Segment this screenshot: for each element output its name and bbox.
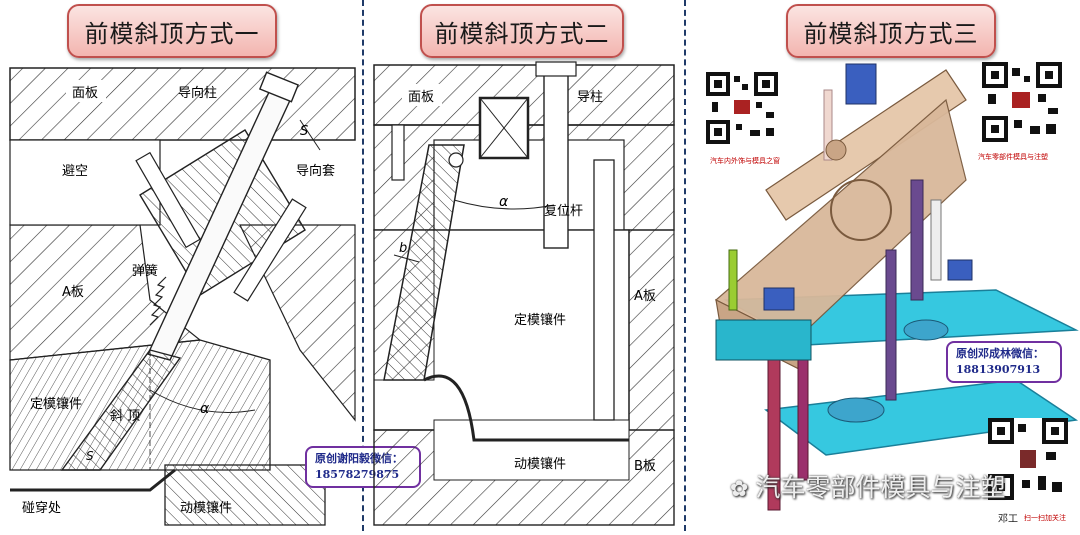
guide-post-2 xyxy=(543,67,569,249)
slider-part-1 xyxy=(827,397,885,423)
face-plate-label-bg xyxy=(66,80,106,102)
face-plate-2-label-bg xyxy=(402,84,442,106)
label-fixed-insert-2: 定模镶件 xyxy=(514,312,566,328)
rod-purple-1 xyxy=(885,249,897,401)
label-fixed-insert: 定模镶件 xyxy=(30,396,82,412)
spring xyxy=(149,276,167,326)
qr-right-caption: 汽车零部件模具与注塑 xyxy=(978,153,1048,161)
a-plate-right xyxy=(239,224,356,422)
panel-method-one: 面板 导向柱 S 导向套 避空 弹簧 A板 定模镶件 斜 顶 α S 碰穿处 动… xyxy=(0,0,421,531)
label-a-plate: A板 xyxy=(62,285,84,300)
method-two-drawing: 面板 导柱 α 复位杆 b A板 定模镶件 动模镶件 B板 xyxy=(373,61,675,526)
screw-right xyxy=(233,198,307,302)
label-face-plate: 面板 xyxy=(72,86,98,101)
author-note: 扫一扫加关注 xyxy=(1024,514,1066,522)
panel-title-one: 前模斜顶方式一 xyxy=(67,4,277,58)
rod-pink xyxy=(823,89,833,161)
method-one-drawing: 面板 导向柱 S 导向套 避空 弹簧 A板 定模镶件 斜 顶 α S 碰穿处 动… xyxy=(9,67,356,526)
label-reset-rod: 复位杆 xyxy=(544,204,583,219)
label-guide-post: 导向柱 xyxy=(178,85,217,101)
qr-left-pattern xyxy=(706,72,778,144)
guide-post-2-head xyxy=(535,61,577,77)
label-spring: 弹簧 xyxy=(132,263,158,279)
mold-block-top xyxy=(765,69,967,221)
label-moving-insert-2: 动模镶件 xyxy=(514,456,566,472)
top-bracket xyxy=(845,63,877,105)
wechat-contact-three: 原创邓成林微信： 18813907913 xyxy=(946,341,1062,383)
pin-2 xyxy=(448,152,464,168)
label-guide-sleeve: 导向套 xyxy=(296,163,335,179)
label-alpha-2: α xyxy=(499,194,509,210)
blue-block-2 xyxy=(947,259,973,281)
label-moving-insert: 动模镶件 xyxy=(180,500,232,516)
moving-insert xyxy=(164,464,326,526)
wechat-three-number: 18813907913 xyxy=(956,363,1041,376)
moving-insert-2 xyxy=(433,419,630,481)
label-s-bottom: S xyxy=(86,449,94,463)
watermark-label: 汽车零部件模具与注塑 xyxy=(755,473,1006,502)
qr-code-bottom[interactable] xyxy=(988,418,1068,500)
part-curve-2 xyxy=(423,374,629,442)
label-s-top: S xyxy=(300,124,308,139)
method-three-render xyxy=(714,63,1079,511)
slider-part-2 xyxy=(903,319,949,341)
author-name: 邓工 xyxy=(998,514,1018,525)
panel-title-two: 前模斜顶方式二 xyxy=(420,4,624,58)
reset-rod xyxy=(593,159,615,421)
cyan-block xyxy=(715,319,812,361)
collision-edge xyxy=(10,468,176,492)
hole-1 xyxy=(825,139,847,161)
label-slant-top: 斜 顶 xyxy=(110,409,140,424)
label-clearance: 避空 xyxy=(62,164,88,179)
screw-left xyxy=(135,151,201,249)
screw-2 xyxy=(391,124,405,181)
rod-purple-2 xyxy=(910,179,924,301)
panel-method-two: 面板 导柱 α 复位杆 b A板 定模镶件 动模镶件 B板 前模斜顶方式二 xyxy=(364,0,682,531)
divider-right xyxy=(684,0,686,531)
qr-code-left[interactable] xyxy=(706,72,778,144)
wechat-logo-icon: ✿ xyxy=(730,477,756,502)
guide-post-head xyxy=(258,71,300,103)
divider-left xyxy=(362,0,364,531)
slant-top xyxy=(60,349,182,471)
a-plate-2-side xyxy=(628,229,675,431)
label-collision: 碰穿处 xyxy=(22,500,61,516)
clearance-area xyxy=(9,139,161,226)
label-guide-post-2: 导柱 xyxy=(577,90,603,105)
label-face-plate-2: 面板 xyxy=(408,90,434,105)
panel-method-three: 汽车内外饰与模具之窗 汽车零部件模具与注塑 xyxy=(686,0,1080,531)
label-a-plate-2: A板 xyxy=(634,289,656,304)
rod-green xyxy=(728,249,738,311)
qr-code-right[interactable] xyxy=(982,62,1062,142)
hole-2 xyxy=(830,179,892,241)
wechat-three-label: 原创邓成林微信： xyxy=(956,347,1044,360)
label-b-2: b xyxy=(399,241,407,256)
label-alpha: α xyxy=(200,401,210,417)
qr-left-caption: 汽车内外饰与模具之窗 xyxy=(710,157,780,165)
qr-bottom-pattern xyxy=(988,418,1068,500)
label-b-plate-2: B板 xyxy=(634,459,656,474)
alpha-arc xyxy=(149,389,256,413)
rod-white xyxy=(930,199,942,281)
qr-right-pattern xyxy=(982,62,1062,142)
blue-block-1 xyxy=(763,287,795,311)
watermark-text: ✿ 汽车零部件模具与注塑 xyxy=(730,468,1005,504)
alpha-arc-2 xyxy=(453,199,555,210)
panel-title-three: 前模斜顶方式三 xyxy=(786,4,996,58)
